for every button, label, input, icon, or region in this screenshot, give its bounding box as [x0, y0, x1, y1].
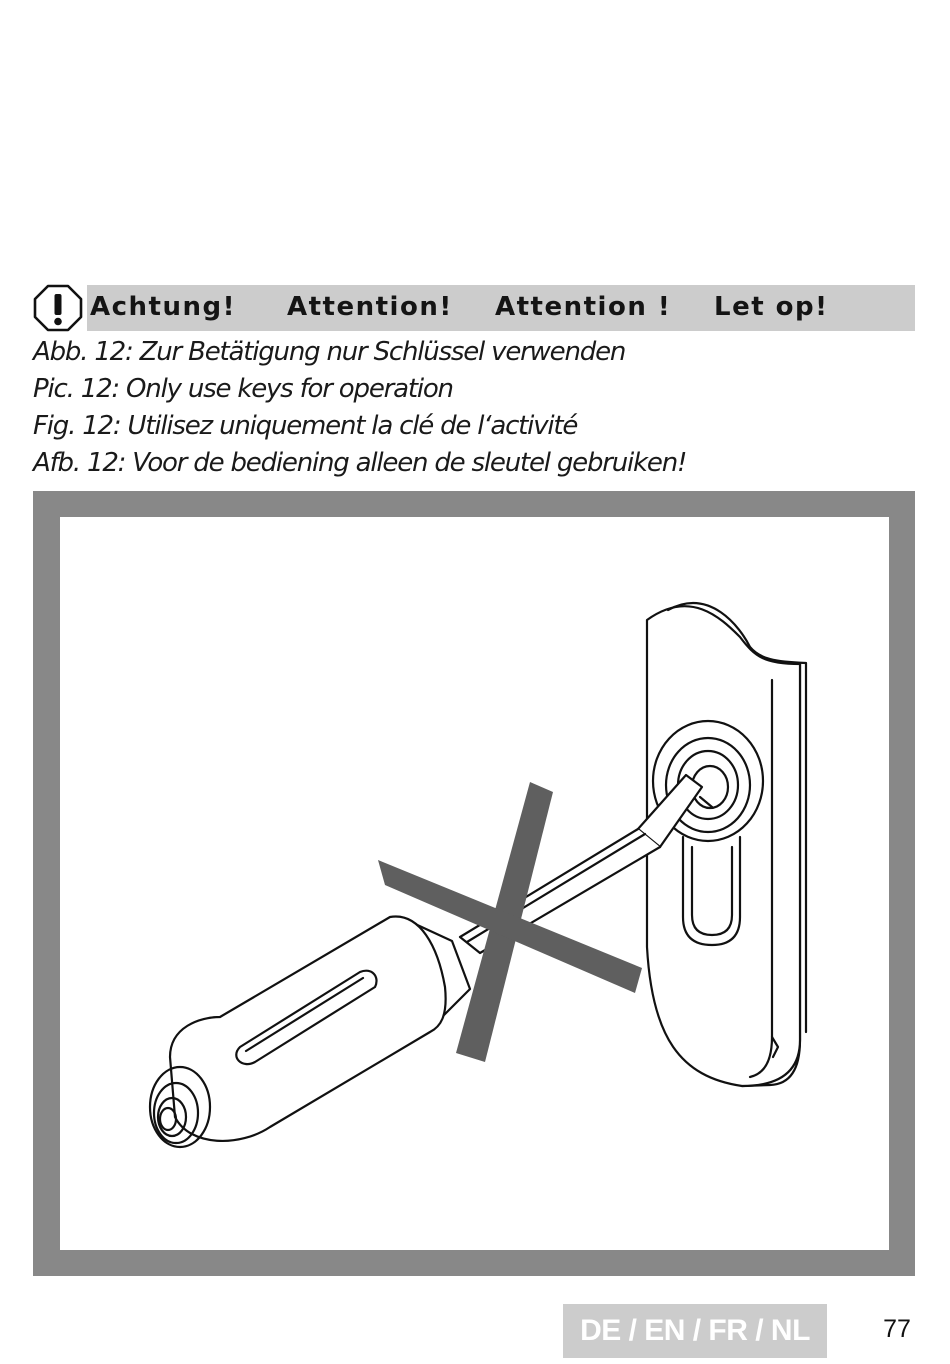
warning-label-nl: Let op!	[714, 292, 829, 322]
screwdriver-illustration	[148, 773, 714, 1149]
prohibition-cross-icon	[378, 782, 642, 1062]
exclamation-octagon-icon	[33, 284, 83, 332]
figure-frame	[33, 491, 915, 1276]
page-number: 77	[883, 1315, 911, 1343]
warning-label-en: Attention!	[287, 292, 453, 322]
figure-canvas	[60, 517, 889, 1250]
warning-label-fr: Attention !	[495, 292, 672, 322]
language-badge: DE / EN / FR / NL	[563, 1304, 827, 1358]
caption-de: Abb. 12: Zur Betätigung nur Schlüssel ve…	[33, 337, 626, 367]
caption-nl: Afb. 12: Voor de bediening alleen de sle…	[33, 448, 687, 478]
caption-en: Pic. 12: Only use keys for operation	[33, 374, 454, 404]
figure-illustration	[148, 602, 808, 1149]
door-handle-plate-illustration	[645, 602, 808, 1088]
warning-label-de: Achtung!	[90, 292, 236, 322]
warning-background	[87, 285, 915, 331]
warning-bar: Achtung! Attention! Attention ! Let op!	[33, 284, 915, 332]
caption-fr: Fig. 12: Utilisez uniquement la clé de l…	[33, 411, 578, 441]
figure-captions: Abb. 12: Zur Betätigung nur Schlüssel ve…	[33, 334, 913, 482]
